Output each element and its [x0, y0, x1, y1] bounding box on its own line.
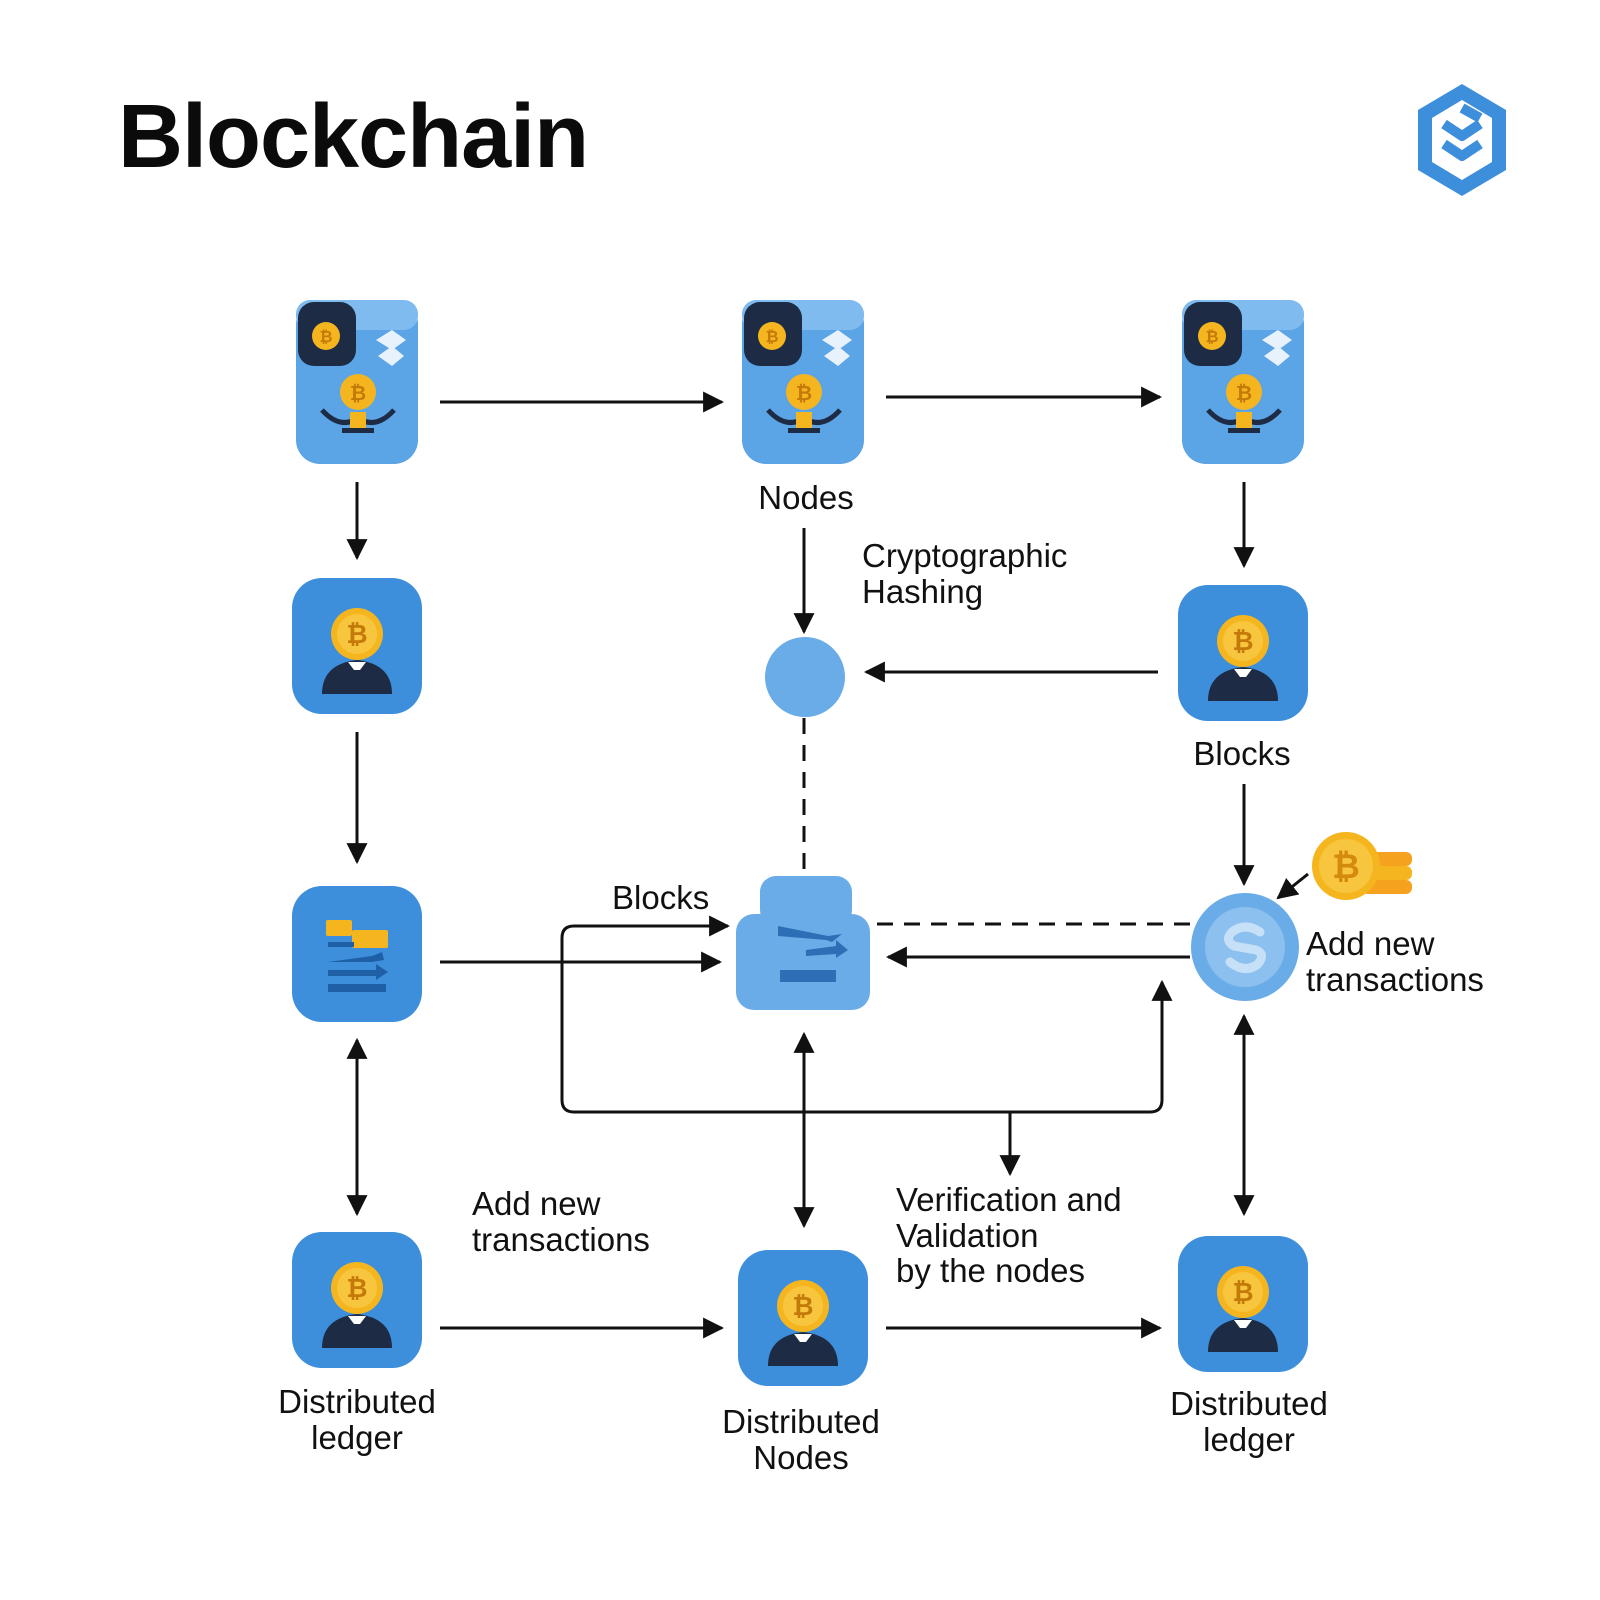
label-blocks-center: Blocks	[612, 879, 710, 916]
hash-circle-node	[764, 636, 846, 718]
label-distributed-nodes: Distributed Nodes	[722, 1403, 880, 1476]
wallet-node-2: ₿ ₿	[742, 300, 864, 464]
svg-text:₿: ₿	[346, 1274, 367, 1304]
hexagon-logo-icon	[1412, 80, 1512, 200]
coin-stack: ₿	[1310, 828, 1414, 904]
svg-text:₿: ₿	[346, 620, 367, 650]
user-node-right: ₿	[1178, 585, 1308, 721]
coin-exchange-icon	[292, 886, 422, 1022]
label-add-new-transactions-right: Add new transactions	[1306, 925, 1484, 998]
label-cryptographic-hashing: Cryptographic Hashing	[862, 537, 1068, 610]
bitcoin-user-icon: ₿	[292, 578, 422, 714]
block-node	[736, 876, 870, 1010]
bitcoin-user-icon: ₿	[292, 1232, 422, 1368]
svg-text:₿: ₿	[796, 381, 812, 405]
transaction-circle-node	[1190, 892, 1300, 1002]
crypto-wallet-node-icon: ₿ ₿	[742, 300, 864, 464]
user-node-bottom-left: ₿	[292, 1232, 422, 1368]
label-add-new-transactions-bottom: Add new transactions	[472, 1185, 650, 1258]
label-verification-validation: Verification and Validation by the nodes	[896, 1181, 1122, 1290]
block-transfer-icon	[736, 876, 870, 1010]
svg-text:₿: ₿	[1205, 327, 1218, 346]
svg-text:₿: ₿	[1232, 1278, 1253, 1308]
coin-stack-icon: ₿	[1312, 832, 1412, 900]
user-node-bottom-right: ₿	[1178, 1236, 1308, 1372]
page-title: Blockchain	[118, 87, 589, 187]
svg-text:₿: ₿	[792, 1292, 813, 1322]
wallet-node-3: ₿ ₿	[1182, 300, 1304, 464]
label-blocks-right: Blocks	[1193, 735, 1291, 772]
bitcoin-user-icon: ₿	[1178, 585, 1308, 721]
svg-text:₿: ₿	[350, 381, 366, 405]
crypto-wallet-node-icon: ₿ ₿	[296, 300, 418, 464]
bitcoin-user-icon: ₿	[1178, 1236, 1308, 1372]
svg-text:₿: ₿	[1232, 627, 1253, 657]
svg-text:₿: ₿	[1236, 381, 1252, 405]
user-node-bottom-center: ₿	[738, 1250, 868, 1386]
hash-circle-icon	[765, 637, 845, 717]
label-nodes: Nodes	[758, 479, 854, 516]
bitcoin-user-icon: ₿	[738, 1250, 868, 1386]
exchange-node	[292, 886, 422, 1022]
label-distributed-ledger-right: Distributed ledger	[1170, 1385, 1328, 1458]
edge-coins-to-transaction	[1276, 872, 1309, 900]
svg-text:₿: ₿	[319, 327, 332, 346]
crypto-wallet-node-icon: ₿ ₿	[1182, 300, 1304, 464]
wallet-node-1: ₿ ₿	[296, 300, 418, 464]
user-node-left: ₿	[292, 578, 422, 714]
transaction-circle-icon	[1191, 893, 1299, 1001]
svg-text:₿: ₿	[765, 327, 778, 346]
edge-loop	[560, 924, 1173, 1114]
svg-text:₿: ₿	[1332, 847, 1360, 887]
label-distributed-ledger-left: Distributed ledger	[278, 1383, 436, 1456]
